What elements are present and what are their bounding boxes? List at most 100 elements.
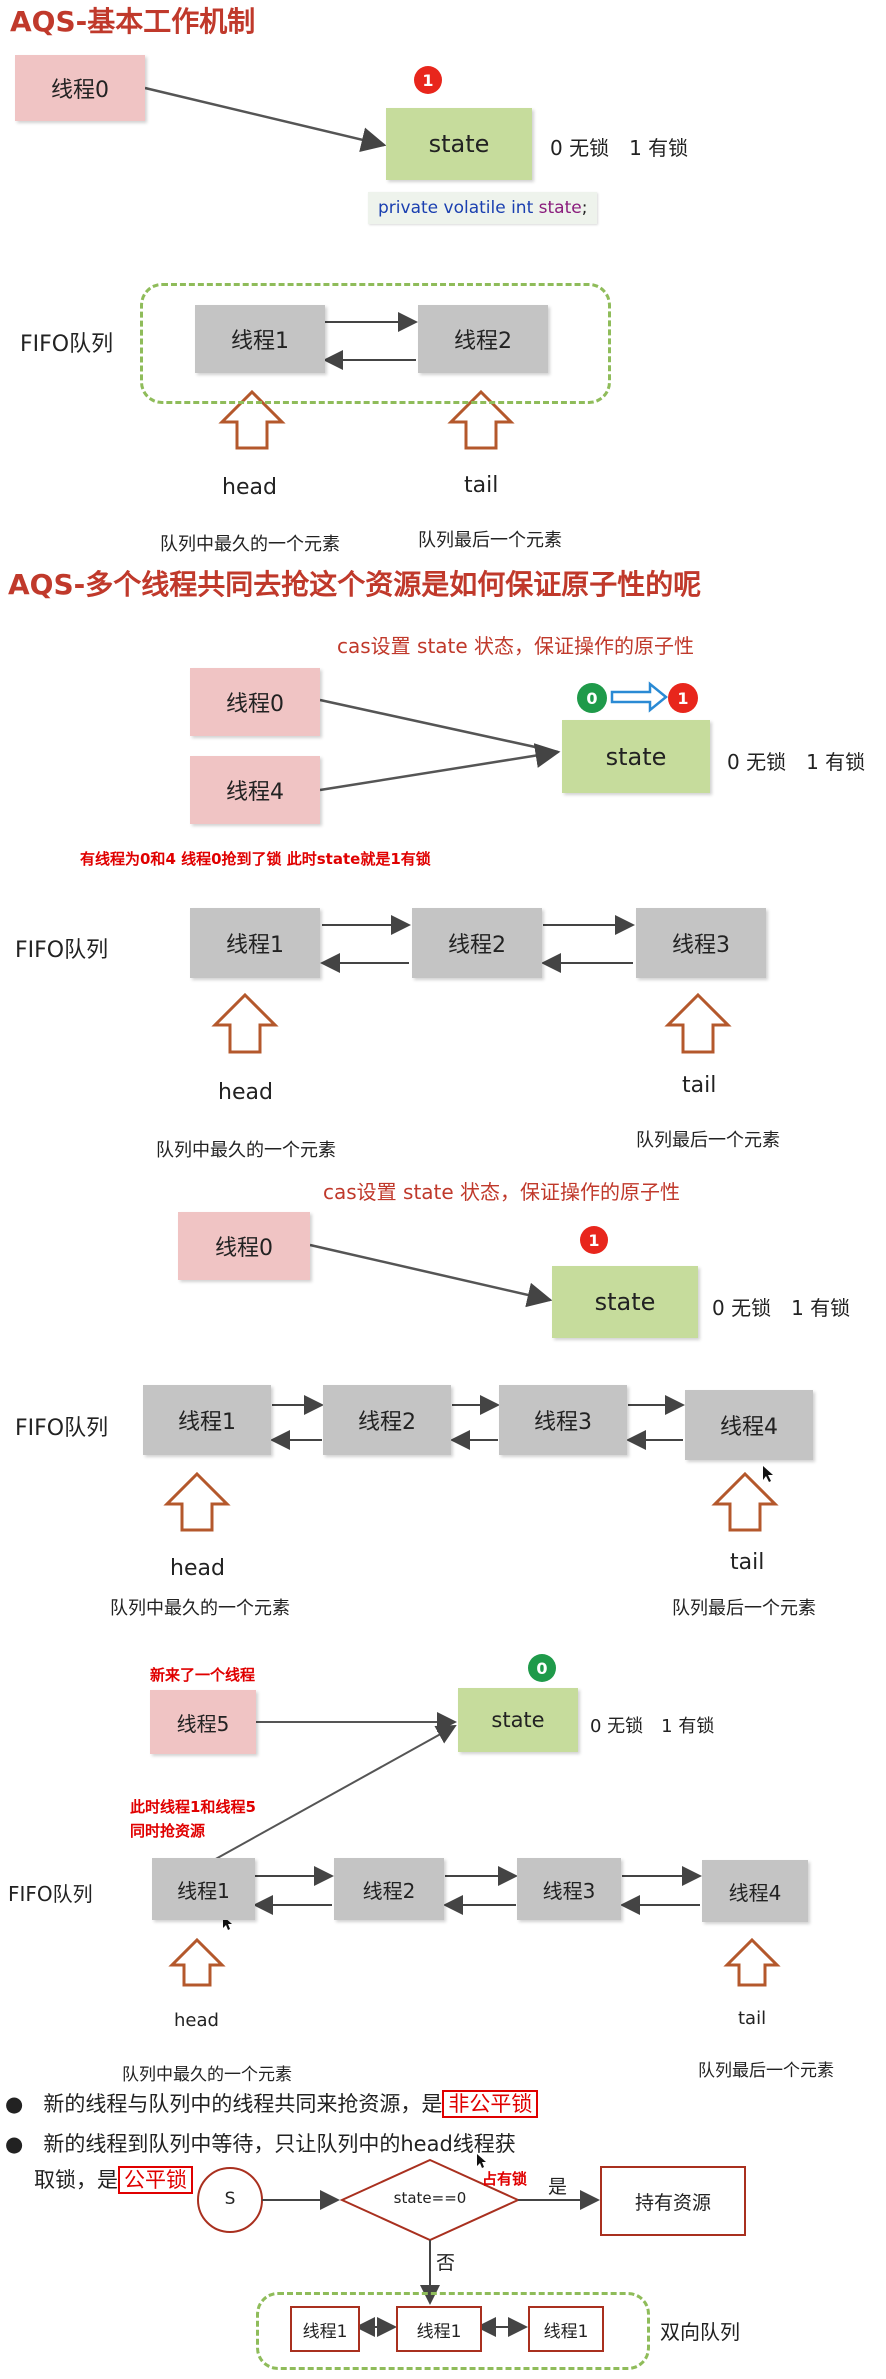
thread0-box-3: 线程0: [178, 1212, 310, 1280]
state-badge-after: 1: [668, 683, 698, 713]
tail-label-2: tail: [682, 1073, 717, 1098]
state-badge-4: 0: [528, 1654, 556, 1682]
cas-note-1: cas设置 state 状态，保证操作的原子性: [337, 634, 695, 658]
cursor-icon-3: [477, 2154, 486, 2168]
fifo-queue-frame: [140, 283, 611, 404]
red-note-1: 有线程为0和4 线程0抢到了锁 此时state就是1有锁: [80, 850, 431, 868]
thread0-to-state-arrow-2: [319, 698, 559, 754]
cursor-icon: [763, 1466, 773, 1482]
flow-decision-label: state==0: [393, 2189, 467, 2207]
bullet-fair: ● 新的线程到队列中等待，只让队列中的head线程获: [5, 2128, 516, 2158]
state-desc-3: 0 无锁 1 有锁: [712, 1296, 851, 1320]
thread5-box: 线程5: [150, 1690, 256, 1754]
queue4-thread2: 线程2: [334, 1858, 444, 1920]
queue-thread1: 线程1: [195, 305, 325, 373]
cas-note-2: cas设置 state 状态，保证操作的原子性: [323, 1180, 681, 1204]
queue4-thread3: 线程3: [517, 1858, 621, 1920]
tail-desc-3: 队列最后一个元素: [672, 1598, 816, 1619]
thread4-box: 线程4: [190, 756, 320, 824]
code-keyword: private volatile int: [378, 198, 534, 218]
tail-label-1: tail: [464, 473, 499, 498]
tail-desc-1: 队列最后一个元素: [418, 530, 562, 551]
compete-note-1: 此时线程1和线程5: [130, 1798, 256, 1816]
compete-note-2: 同时抢资源: [130, 1822, 206, 1840]
state-box-3: state: [552, 1266, 698, 1338]
tail-up-arrow-1: [447, 389, 515, 450]
head-desc-2: 队列中最久的一个元素: [156, 1140, 336, 1161]
head-up-arrow-2: [211, 992, 279, 1054]
tail-desc-2: 队列最后一个元素: [636, 1130, 780, 1151]
head-label-1: head: [222, 475, 277, 500]
thread0-box: 线程0: [15, 55, 145, 121]
state-box-4: state: [458, 1688, 578, 1752]
flow-yes-label: 是: [548, 2176, 568, 2198]
head-label-2: head: [218, 1080, 273, 1105]
section1-title: AQS-基本工作机制: [10, 5, 256, 38]
state-desc-2: 0 无锁 1 有锁: [727, 750, 866, 774]
queue4-thread1: 线程1: [152, 1858, 255, 1920]
state-code: private volatile int state;: [368, 192, 598, 224]
deque-frame: [256, 2292, 650, 2370]
code-end: ;: [581, 198, 588, 218]
fifo-label-2: FIFO队列: [15, 938, 109, 963]
flow-occupied-label: 占有锁: [482, 2170, 528, 2188]
fifo-label-1: FIFO队列: [20, 332, 114, 357]
head-desc-1: 队列中最久的一个元素: [160, 534, 340, 555]
state-box: state: [386, 108, 532, 180]
fifo-label-3: FIFO队列: [15, 1416, 109, 1441]
flow-hold-resource: 持有资源: [600, 2166, 746, 2236]
tail-up-arrow-4: [723, 1937, 781, 1987]
state-badge-before: 0: [577, 683, 607, 713]
tail-up-arrow-2: [664, 992, 732, 1054]
flow-no-label: 否: [436, 2252, 456, 2274]
queue4-thread4: 线程4: [702, 1860, 808, 1922]
state-badge: 1: [414, 66, 442, 94]
section2-title: AQS-多个线程共同去抢这个资源是如何保证原子性的呢: [8, 568, 702, 601]
new-thread-note: 新来了一个线程: [150, 1666, 256, 1684]
queue-thread2: 线程2: [418, 305, 548, 373]
thread0-box-2: 线程0: [190, 668, 320, 736]
head-label-3: head: [170, 1556, 225, 1581]
bullet1-text: 新的线程与队列中的线程共同来抢资源，是: [43, 2092, 443, 2116]
head-up-arrow-3: [163, 1471, 231, 1532]
queue3-thread1: 线程1: [143, 1385, 271, 1455]
head-up-arrow-1: [218, 389, 286, 450]
unfair-lock-tag: 非公平锁: [442, 2090, 539, 2118]
badge-transition-arrow: [610, 681, 668, 713]
flow-start-label: S: [224, 2189, 236, 2209]
queue3-thread2: 线程2: [323, 1385, 451, 1455]
tail-up-arrow-3: [711, 1471, 779, 1532]
tail-desc-4: 队列最后一个元素: [698, 2061, 834, 2081]
thread4-to-state-arrow: [319, 743, 561, 792]
state-badge-3: 1: [580, 1226, 608, 1254]
bullet2-line2: 取锁，是: [34, 2168, 118, 2192]
queue2-thread2: 线程2: [412, 908, 542, 978]
state-desc: 0 无锁 1 有锁: [550, 136, 689, 160]
code-variable: state: [538, 198, 582, 218]
state-box-2: state: [562, 720, 710, 793]
queue3-thread3: 线程3: [499, 1385, 627, 1455]
head-up-arrow-4: [168, 1937, 226, 1987]
deque-thread-c: 线程1: [528, 2306, 604, 2352]
deque-label: 双向队列: [660, 2320, 740, 2344]
state-desc-4: 0 无锁 1 有锁: [590, 1716, 715, 1737]
queue3-thread4: 线程4: [685, 1390, 813, 1460]
fifo-label-4: FIFO队列: [8, 1882, 93, 1906]
bullet-dot-2: ●: [5, 2132, 24, 2156]
bullet-fair-line2: 取锁，是公平锁: [34, 2164, 193, 2194]
queue2-thread3: 线程3: [636, 908, 766, 978]
tail-label-3: tail: [730, 1550, 765, 1575]
thread0-to-state-arrow: [144, 86, 387, 152]
deque-thread-a: 线程1: [290, 2306, 360, 2352]
queue2-thread1: 线程1: [190, 908, 320, 978]
head-label-4: head: [174, 2010, 219, 2031]
tail-label-4: tail: [738, 2008, 767, 2029]
head-desc-3: 队列中最久的一个元素: [110, 1598, 290, 1619]
fair-lock-tag: 公平锁: [118, 2166, 193, 2194]
bullet-dot-1: ●: [5, 2092, 24, 2116]
deque-thread-b: 线程1: [396, 2306, 482, 2352]
head-desc-4: 队列中最久的一个元素: [122, 2065, 292, 2085]
bullet2-line1: 新的线程到队列中等待，只让队列中的head线程获: [43, 2132, 516, 2156]
bullet-unfair: ● 新的线程与队列中的线程共同来抢资源，是非公平锁: [5, 2088, 539, 2118]
